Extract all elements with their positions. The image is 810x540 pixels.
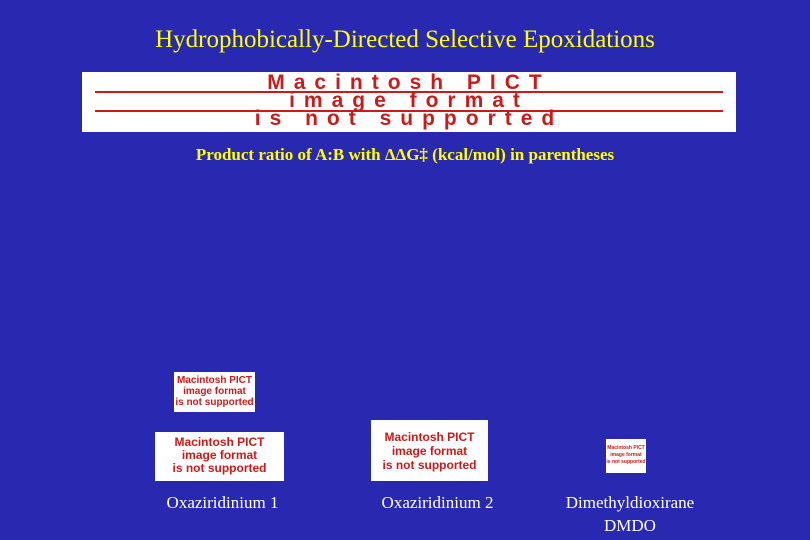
pict-text-line1: Macintosh PICT bbox=[384, 430, 475, 444]
label-oxaziridinium-1: Oxaziridinium 1 bbox=[166, 493, 279, 512]
pict-text-line2: image format bbox=[181, 448, 258, 462]
pict-text-line2: image format bbox=[391, 444, 468, 458]
pict-text-line3: is not supported bbox=[382, 458, 477, 472]
pict-text-line2: image format bbox=[289, 89, 529, 112]
pict-placeholder-middle: Macintosh PICT image format is not suppo… bbox=[371, 420, 488, 481]
reagent-name: Dimethyldioxirane bbox=[565, 493, 695, 512]
pict-text-line1: Macintosh PICT bbox=[267, 72, 551, 94]
pict-text-line2: image format bbox=[183, 386, 246, 397]
pict-text-line1: Macintosh PICT bbox=[174, 435, 265, 449]
reagent-abbreviation: DMDO bbox=[604, 516, 656, 535]
pict-placeholder-small-top: Macintosh PICT image format is not suppo… bbox=[174, 372, 255, 412]
pict-divider bbox=[95, 110, 723, 112]
label-oxaziridinium-2: Oxaziridinium 2 bbox=[381, 493, 494, 512]
pict-text-line3: is not supported bbox=[254, 107, 564, 130]
pict-text-line1: Macintosh PICT bbox=[607, 445, 645, 451]
slide-subtitle: Product ratio of A:B with ΔΔG‡ (kcal/mol… bbox=[195, 145, 615, 164]
pict-text-line2: image format bbox=[610, 452, 642, 458]
pict-divider bbox=[95, 91, 723, 93]
pict-text-line3: is not supported bbox=[175, 397, 254, 408]
pict-placeholder-top: Macintosh PICT image format is not suppo… bbox=[82, 72, 736, 132]
pict-placeholder-left: Macintosh PICT image format is not suppo… bbox=[155, 432, 284, 481]
pict-text-line1: Macintosh PICT bbox=[176, 375, 252, 386]
pict-text-line3: is not supported bbox=[606, 459, 646, 465]
pict-placeholder-right: Macintosh PICT image format is not suppo… bbox=[606, 439, 646, 473]
slide-title: Hydrophobically-Directed Selective Epoxi… bbox=[155, 26, 655, 53]
pict-text-line3: is not supported bbox=[172, 461, 267, 475]
label-dimethyldioxirane: Dimethyldioxirane DMDO bbox=[540, 491, 720, 537]
